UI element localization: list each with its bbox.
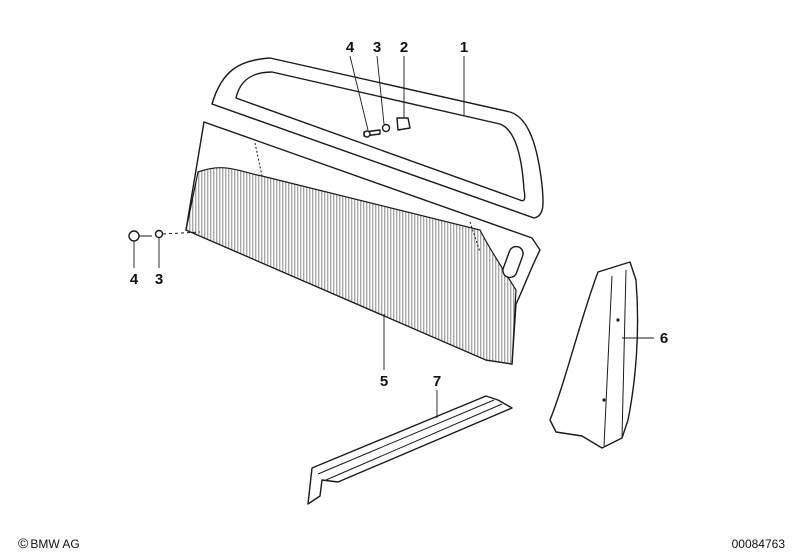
fastener-4-left (128, 230, 140, 242)
callout-labels: 1 2 3 4 3 4 5 6 7 (130, 39, 668, 390)
c-pillar-trim (549, 261, 639, 449)
document-number: 00084763 (731, 537, 785, 551)
callout-4-left: 4 (130, 271, 139, 288)
copyright-text: BMW AG (30, 537, 80, 551)
callout-6: 6 (660, 330, 668, 347)
sill-strip (307, 395, 513, 505)
copyright-notice: ©BMW AG (18, 535, 80, 551)
leader-lines (133, 55, 654, 418)
rear-window-frame (211, 57, 544, 219)
fastener-2 (396, 117, 411, 131)
callout-2: 2 (400, 39, 408, 56)
left-fasteners (128, 229, 201, 242)
upper-fasteners (363, 117, 411, 138)
fastener-3-upper (381, 123, 391, 133)
ribbed-fabric-area (185, 167, 517, 365)
callout-5: 5 (380, 373, 388, 390)
callout-3-upper: 3 (373, 39, 381, 56)
fastener-3-left (154, 229, 164, 239)
rear-back-panel (185, 121, 541, 365)
callout-3-left: 3 (155, 271, 163, 288)
callout-7: 7 (433, 373, 441, 390)
panel-slot (502, 245, 524, 279)
copyright-icon: © (18, 535, 29, 551)
callout-1: 1 (460, 39, 468, 56)
callout-4-upper: 4 (346, 39, 355, 56)
